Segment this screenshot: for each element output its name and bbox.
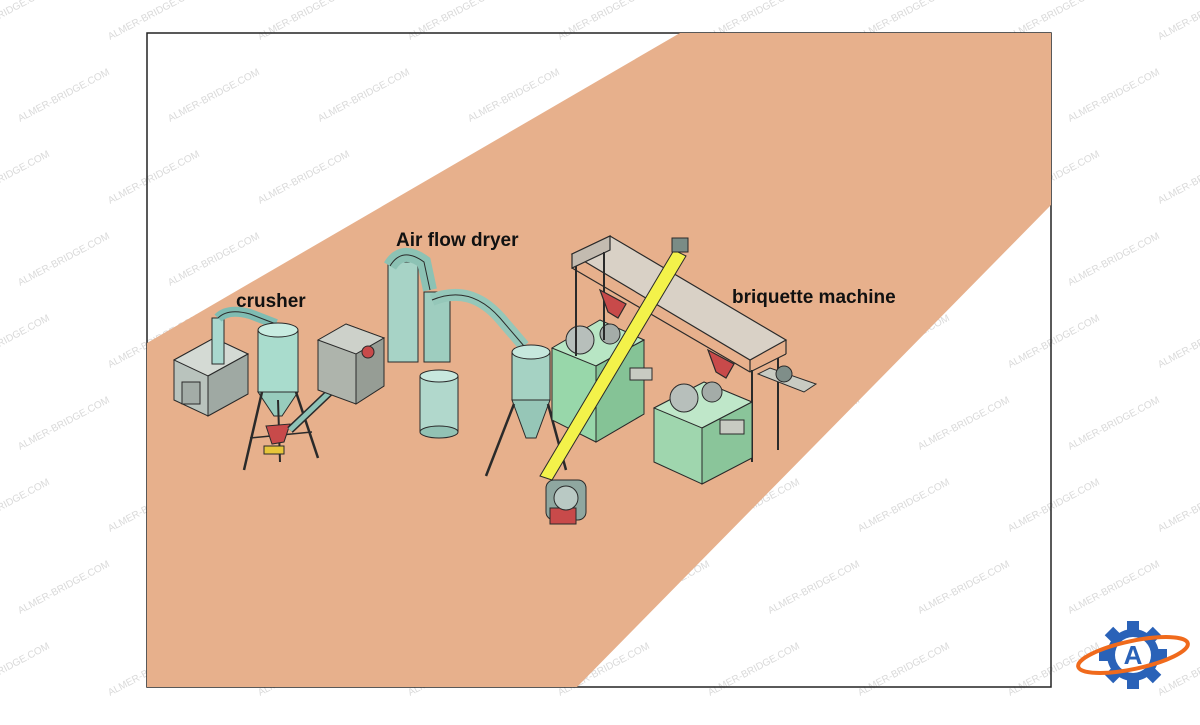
watermark-text: ALMER-BRIDGE.COM xyxy=(316,67,411,125)
discharge-conveyor xyxy=(756,365,818,393)
watermark-text: ALMER-BRIDGE.COM xyxy=(916,559,1011,617)
watermark-text: ALMER-BRIDGE.COM xyxy=(1006,313,1101,371)
watermark-text: ALMER-BRIDGE.COM xyxy=(1066,559,1161,617)
watermark-text: ALMER-BRIDGE.COM xyxy=(1156,0,1200,43)
watermark-text: ALMER-BRIDGE.COM xyxy=(106,149,201,207)
watermark-text: ALMER-BRIDGE.COM xyxy=(856,477,951,535)
watermark-text: ALMER-BRIDGE.COM xyxy=(0,0,52,43)
watermark-text: ALMER-BRIDGE.COM xyxy=(556,0,651,43)
watermark-text: ALMER-BRIDGE.COM xyxy=(1156,149,1200,207)
watermark-text: ALMER-BRIDGE.COM xyxy=(1156,313,1200,371)
watermark-text: ALMER-BRIDGE.COM xyxy=(1006,477,1101,535)
watermark-text: ALMER-BRIDGE.COM xyxy=(916,395,1011,453)
logo-letter: A xyxy=(1124,640,1143,670)
gear-logo-icon: A xyxy=(1076,621,1190,689)
air-flow-dryer xyxy=(383,248,587,525)
label-air-flow-dryer: Air flow dryer xyxy=(396,230,519,251)
watermark-text: ALMER-BRIDGE.COM xyxy=(106,0,201,43)
watermark-text: ALMER-BRIDGE.COM xyxy=(16,559,111,617)
watermark-text: ALMER-BRIDGE.COM xyxy=(256,0,351,43)
briquette-machine-right xyxy=(652,381,754,485)
watermark-text: ALMER-BRIDGE.COM xyxy=(1066,231,1161,289)
watermark-text: ALMER-BRIDGE.COM xyxy=(1066,67,1161,125)
watermark-text: ALMER-BRIDGE.COM xyxy=(166,231,261,289)
label-crusher: crusher xyxy=(236,291,306,312)
watermark-text: ALMER-BRIDGE.COM xyxy=(0,477,52,535)
watermark-text: ALMER-BRIDGE.COM xyxy=(1156,477,1200,535)
watermark-text: ALMER-BRIDGE.COM xyxy=(256,149,351,207)
watermark-text: ALMER-BRIDGE.COM xyxy=(0,313,52,371)
watermark-text: ALMER-BRIDGE.COM xyxy=(0,641,52,699)
watermark-text: ALMER-BRIDGE.COM xyxy=(1066,395,1161,453)
watermark-text: ALMER-BRIDGE.COM xyxy=(406,0,501,43)
watermark-text: ALMER-BRIDGE.COM xyxy=(766,559,861,617)
watermark-text: ALMER-BRIDGE.COM xyxy=(706,641,801,699)
watermark-text: ALMER-BRIDGE.COM xyxy=(16,231,111,289)
hot-air-furnace xyxy=(316,323,386,405)
label-briquette-machine: briquette machine xyxy=(732,287,896,308)
watermark-text: ALMER-BRIDGE.COM xyxy=(166,67,261,125)
watermark-text: ALMER-BRIDGE.COM xyxy=(16,395,111,453)
watermark-text: ALMER-BRIDGE.COM xyxy=(856,641,951,699)
watermark-text: ALMER-BRIDGE.COM xyxy=(0,149,52,207)
watermark-text: ALMER-BRIDGE.COM xyxy=(16,67,111,125)
inclined-belt-conveyor xyxy=(539,237,689,481)
